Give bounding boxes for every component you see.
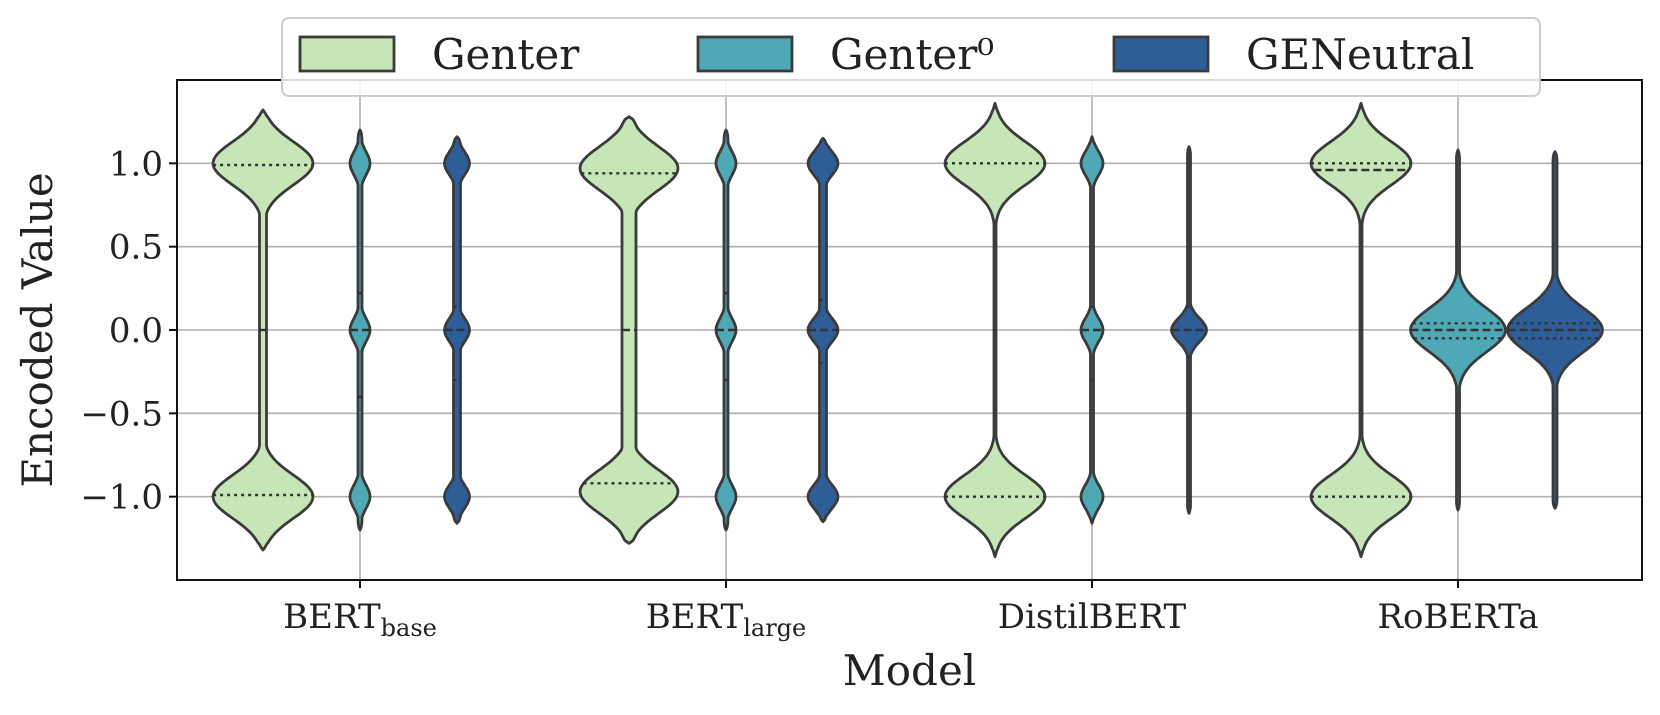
x-tick-label-subscript: large xyxy=(743,614,806,642)
legend-swatch xyxy=(696,35,794,73)
y-tick-label: 0.0 xyxy=(109,311,163,351)
y-tick-label: −0.5 xyxy=(80,394,163,434)
violin-group xyxy=(1409,148,1507,512)
violin-group xyxy=(1506,150,1604,510)
x-axis-title: Model xyxy=(843,646,976,695)
violin-body xyxy=(1409,148,1507,512)
violin-group xyxy=(1309,101,1413,559)
x-tick-label: BERTbase xyxy=(283,597,437,642)
violin-group xyxy=(943,101,1047,559)
x-tick-label: RoBERTa xyxy=(1377,597,1538,637)
x-tick-label-subscript: base xyxy=(381,614,437,642)
legend-box xyxy=(281,17,1541,97)
legend-label: Genter⁰ xyxy=(830,30,994,79)
legend: Genter Genter⁰ GENeutral xyxy=(281,17,1541,97)
legend-swatch xyxy=(298,35,396,73)
legend-label: GENeutral xyxy=(1246,30,1474,79)
y-tick-label: 0.5 xyxy=(109,228,163,268)
violin-body xyxy=(348,128,372,532)
y-axis-title: Encoded Value xyxy=(13,172,62,487)
x-tick-label: DistilBERT xyxy=(998,597,1187,637)
violin-group xyxy=(348,128,372,532)
violin-group xyxy=(211,108,315,552)
x-tick-label: BERTlarge xyxy=(646,597,807,642)
violin-group xyxy=(1170,145,1208,515)
y-tick-label: 1.0 xyxy=(109,144,163,184)
violin-body xyxy=(1506,150,1604,510)
y-tick-label: −1.0 xyxy=(80,478,163,518)
x-tick-label-base: BERT xyxy=(646,597,744,637)
violin-group xyxy=(443,135,471,525)
violin-group xyxy=(578,115,680,545)
violin-group xyxy=(806,136,840,524)
legend-label: Genter xyxy=(432,30,580,79)
violin-group xyxy=(1079,135,1105,525)
legend-swatch xyxy=(1112,35,1210,73)
x-tick-label-base: DistilBERT xyxy=(998,597,1187,637)
violin-layer xyxy=(211,101,1604,559)
x-tick-label-base: BERT xyxy=(283,597,381,637)
violin-body xyxy=(1079,135,1105,525)
violin-body xyxy=(1309,101,1413,559)
violin-group xyxy=(714,128,738,532)
violin-body xyxy=(714,128,738,532)
x-tick-label-base: RoBERTa xyxy=(1377,597,1538,637)
